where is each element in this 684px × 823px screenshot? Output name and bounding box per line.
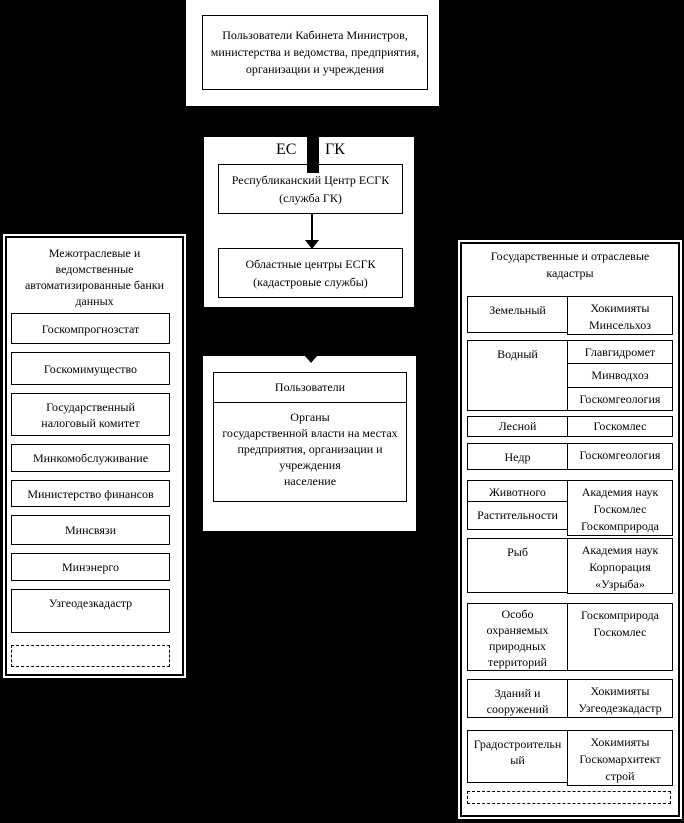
- cadastre-name-cell: Земельный: [467, 296, 568, 333]
- cadastre-org-column: Хокимияты Госкомархитект строй: [567, 730, 673, 786]
- cadastre-name-cell: Градостроительн ый: [467, 730, 568, 783]
- top-users-area: Пользователи Кабинета Министров, министе…: [186, 0, 439, 106]
- cadastre-org-cell: Госкомгеология: [567, 386, 673, 411]
- users-header-text: Пользователи: [274, 380, 346, 394]
- cadastre-org-cell: Минводхоз: [567, 363, 673, 388]
- cadastre-org-column: Госкомприрода Госкомлес: [567, 603, 673, 671]
- cadastre-org-column: Академия наук Госкомлес Госкомприрода: [567, 480, 673, 536]
- data-banks-empty-slot: [11, 645, 170, 667]
- users-box: Пользователи Органы государственной влас…: [213, 372, 407, 502]
- top-users-text: Пользователи Кабинета Министров, министе…: [210, 28, 420, 76]
- republic-center-box: Республиканский Центр ЕСГК (служба ГК): [218, 164, 403, 214]
- down-arrow-icon: [305, 240, 319, 249]
- down-arrow-line: [311, 214, 313, 241]
- label-gk: ГК: [325, 141, 345, 158]
- data-banks-title: Межотраслевые и ведомственные автоматизи…: [24, 246, 165, 308]
- cadastre-org-column: Хокимияты Узгеодезкадастр: [567, 679, 673, 718]
- cadastre-name-cell: Зданий и сооружений: [467, 679, 568, 718]
- cadastre-name-cell: Водный: [467, 340, 568, 411]
- data-banks-panel: Межотраслевые и ведомственные автоматизи…: [3, 234, 186, 678]
- cadastre-name-column: Градостроительн ый: [467, 730, 568, 783]
- regional-centers-box: Областные центры ЕСГК (кадастровые служб…: [218, 248, 403, 298]
- cadastres-title: Государственные и отраслевые кадастры: [490, 249, 650, 280]
- bank-item: Госкомимущество: [11, 352, 170, 385]
- cadastre-org-cell: Главгидромет: [567, 340, 673, 365]
- cadastre-org-column: Хокимияты Минсельхоз: [567, 296, 673, 335]
- cadastre-name-column: Особо охраняемых природных территорий: [467, 603, 568, 671]
- bank-item: Минсвязи: [11, 515, 170, 545]
- cadastre-org-cell: Хокимияты Минсельхоз: [567, 296, 673, 335]
- cadastre-org-cell: Госкомлес: [567, 416, 673, 437]
- users-header: Пользователи: [214, 373, 406, 403]
- cadastre-name-cell: Особо охраняемых природных территорий: [467, 603, 568, 671]
- cadastre-name-column: Недр: [467, 443, 568, 470]
- cadastre-name-column: Водный: [467, 340, 568, 411]
- cadastre-org-column: Госкомгеология: [567, 443, 673, 470]
- cadastre-org-cell: Академия наук Госкомлес Госкомприрода: [567, 480, 673, 536]
- bank-item: Государственный налоговый комитет: [11, 393, 170, 436]
- egsk-panel: ЕС ГК Республиканский Центр ЕСГК (служба…: [204, 137, 414, 307]
- down-arrow-tip-icon: [305, 356, 317, 363]
- bank-item: Узгеодезкадастр: [11, 589, 170, 633]
- republic-center-text: Республиканский Центр ЕСГК (служба ГК): [231, 173, 390, 205]
- cadastres-empty-slot: [467, 791, 671, 804]
- label-es: ЕС: [276, 141, 297, 158]
- bank-item: Госкомпрогнозстат: [11, 313, 170, 344]
- bank-item: Минэнерго: [11, 553, 170, 581]
- cadastre-name-cell: Животного: [467, 480, 568, 502]
- cadastre-name-cell: Рыб: [467, 538, 568, 593]
- cadastre-org-cell: Госкомгеология: [567, 443, 673, 470]
- users-body-text: Органы государственной власти на местах …: [222, 410, 398, 488]
- data-banks-frame: [5, 236, 184, 676]
- cadastre-name-cell: Растительности: [467, 501, 568, 530]
- users-panel: Пользователи Органы государственной влас…: [203, 356, 416, 531]
- cadastre-name-column: Земельный: [467, 296, 568, 333]
- cadastres-frame: [460, 242, 680, 817]
- cadastre-org-cell: Хокимияты Госкомархитект строй: [567, 730, 673, 786]
- cadastre-org-cell: Госкомприрода Госкомлес: [567, 603, 673, 671]
- cadastre-name-column: Зданий и сооружений: [467, 679, 568, 718]
- cadastre-name-column: Лесной: [467, 416, 568, 437]
- cadastre-org-column: Академия наук Корпорация «Узрыба»: [567, 538, 673, 594]
- top-users-box: Пользователи Кабинета Министров, министе…: [202, 15, 428, 90]
- cadastre-name-cell: Лесной: [467, 416, 568, 437]
- bank-item: Министерство финансов: [11, 480, 170, 507]
- regional-centers-text: Областные центры ЕСГК (кадастровые служб…: [245, 257, 376, 289]
- cadastre-org-cell: Академия наук Корпорация «Узрыба»: [567, 538, 673, 594]
- cadastre-org-column: Госкомлес: [567, 416, 673, 437]
- bank-item: Минкомобслуживание: [11, 444, 170, 472]
- cadastre-name-column: Рыб: [467, 538, 568, 593]
- cadastre-org-cell: Хокимияты Узгеодезкадастр: [567, 679, 673, 718]
- cadastre-name-cell: Недр: [467, 443, 568, 470]
- cadastres-panel: Государственные и отраслевые кадастры Зе…: [458, 240, 682, 819]
